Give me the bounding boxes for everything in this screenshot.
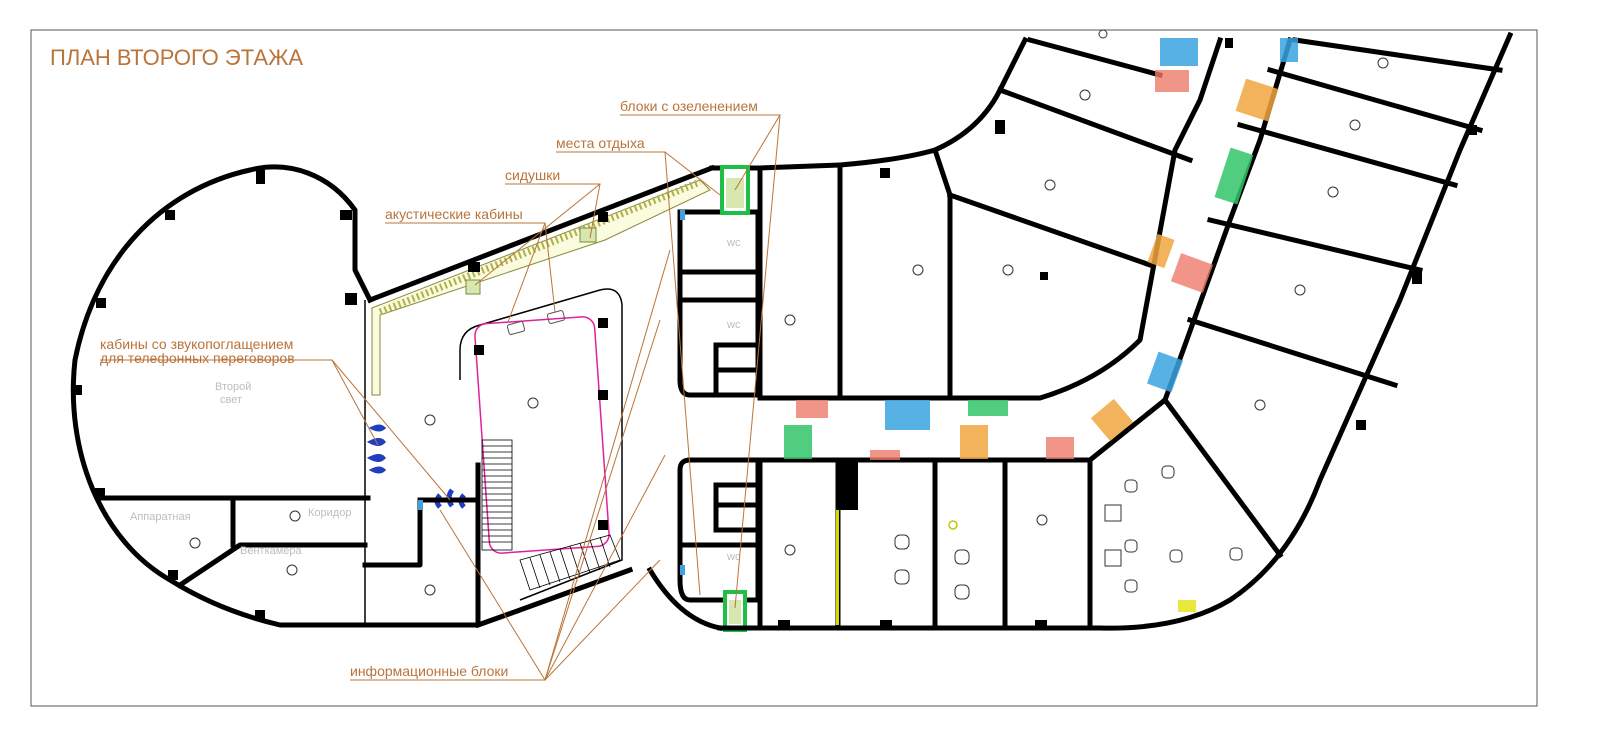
room-label-corridor: Коридор [308,507,351,519]
wc-label-3: wc [726,551,741,563]
callout-rest: места отдыха [556,135,645,151]
callout-seats: сидушки [505,167,560,183]
stair [481,439,621,591]
wc-label-1: wc [726,237,741,249]
room-label-ventchamber: Венткамера [240,545,303,557]
room-label-second-light-2: свет [220,394,242,406]
sheet-border [30,29,1538,707]
round-hall: Второй свет Аппаратная Коридор Венткамер… [70,164,436,628]
callout-phone-line2: для телефонных переговоров [100,350,295,366]
room-label-second-light-1: Второй [215,381,251,393]
callout-info: информационные блоки [350,663,508,679]
wc-label-2: wc [726,319,741,331]
phone-booths [366,424,466,509]
callout-greening: блоки с озеленением [620,98,758,114]
room-label-apparatus: Аппаратная [130,511,191,523]
atrium-void [474,316,610,554]
wc-core: wc wc wc [677,165,763,632]
callout-phone-line1: кабины со звукопоглащением [100,336,293,352]
callout-acoustic: акустические кабины [385,206,523,222]
plan-title: ПЛАН ВТОРОГО ЭТАЖА [50,45,303,70]
central-corridor [646,29,1514,631]
atrium [459,288,623,601]
lower-service [362,462,634,629]
leader-lines [100,114,781,681]
